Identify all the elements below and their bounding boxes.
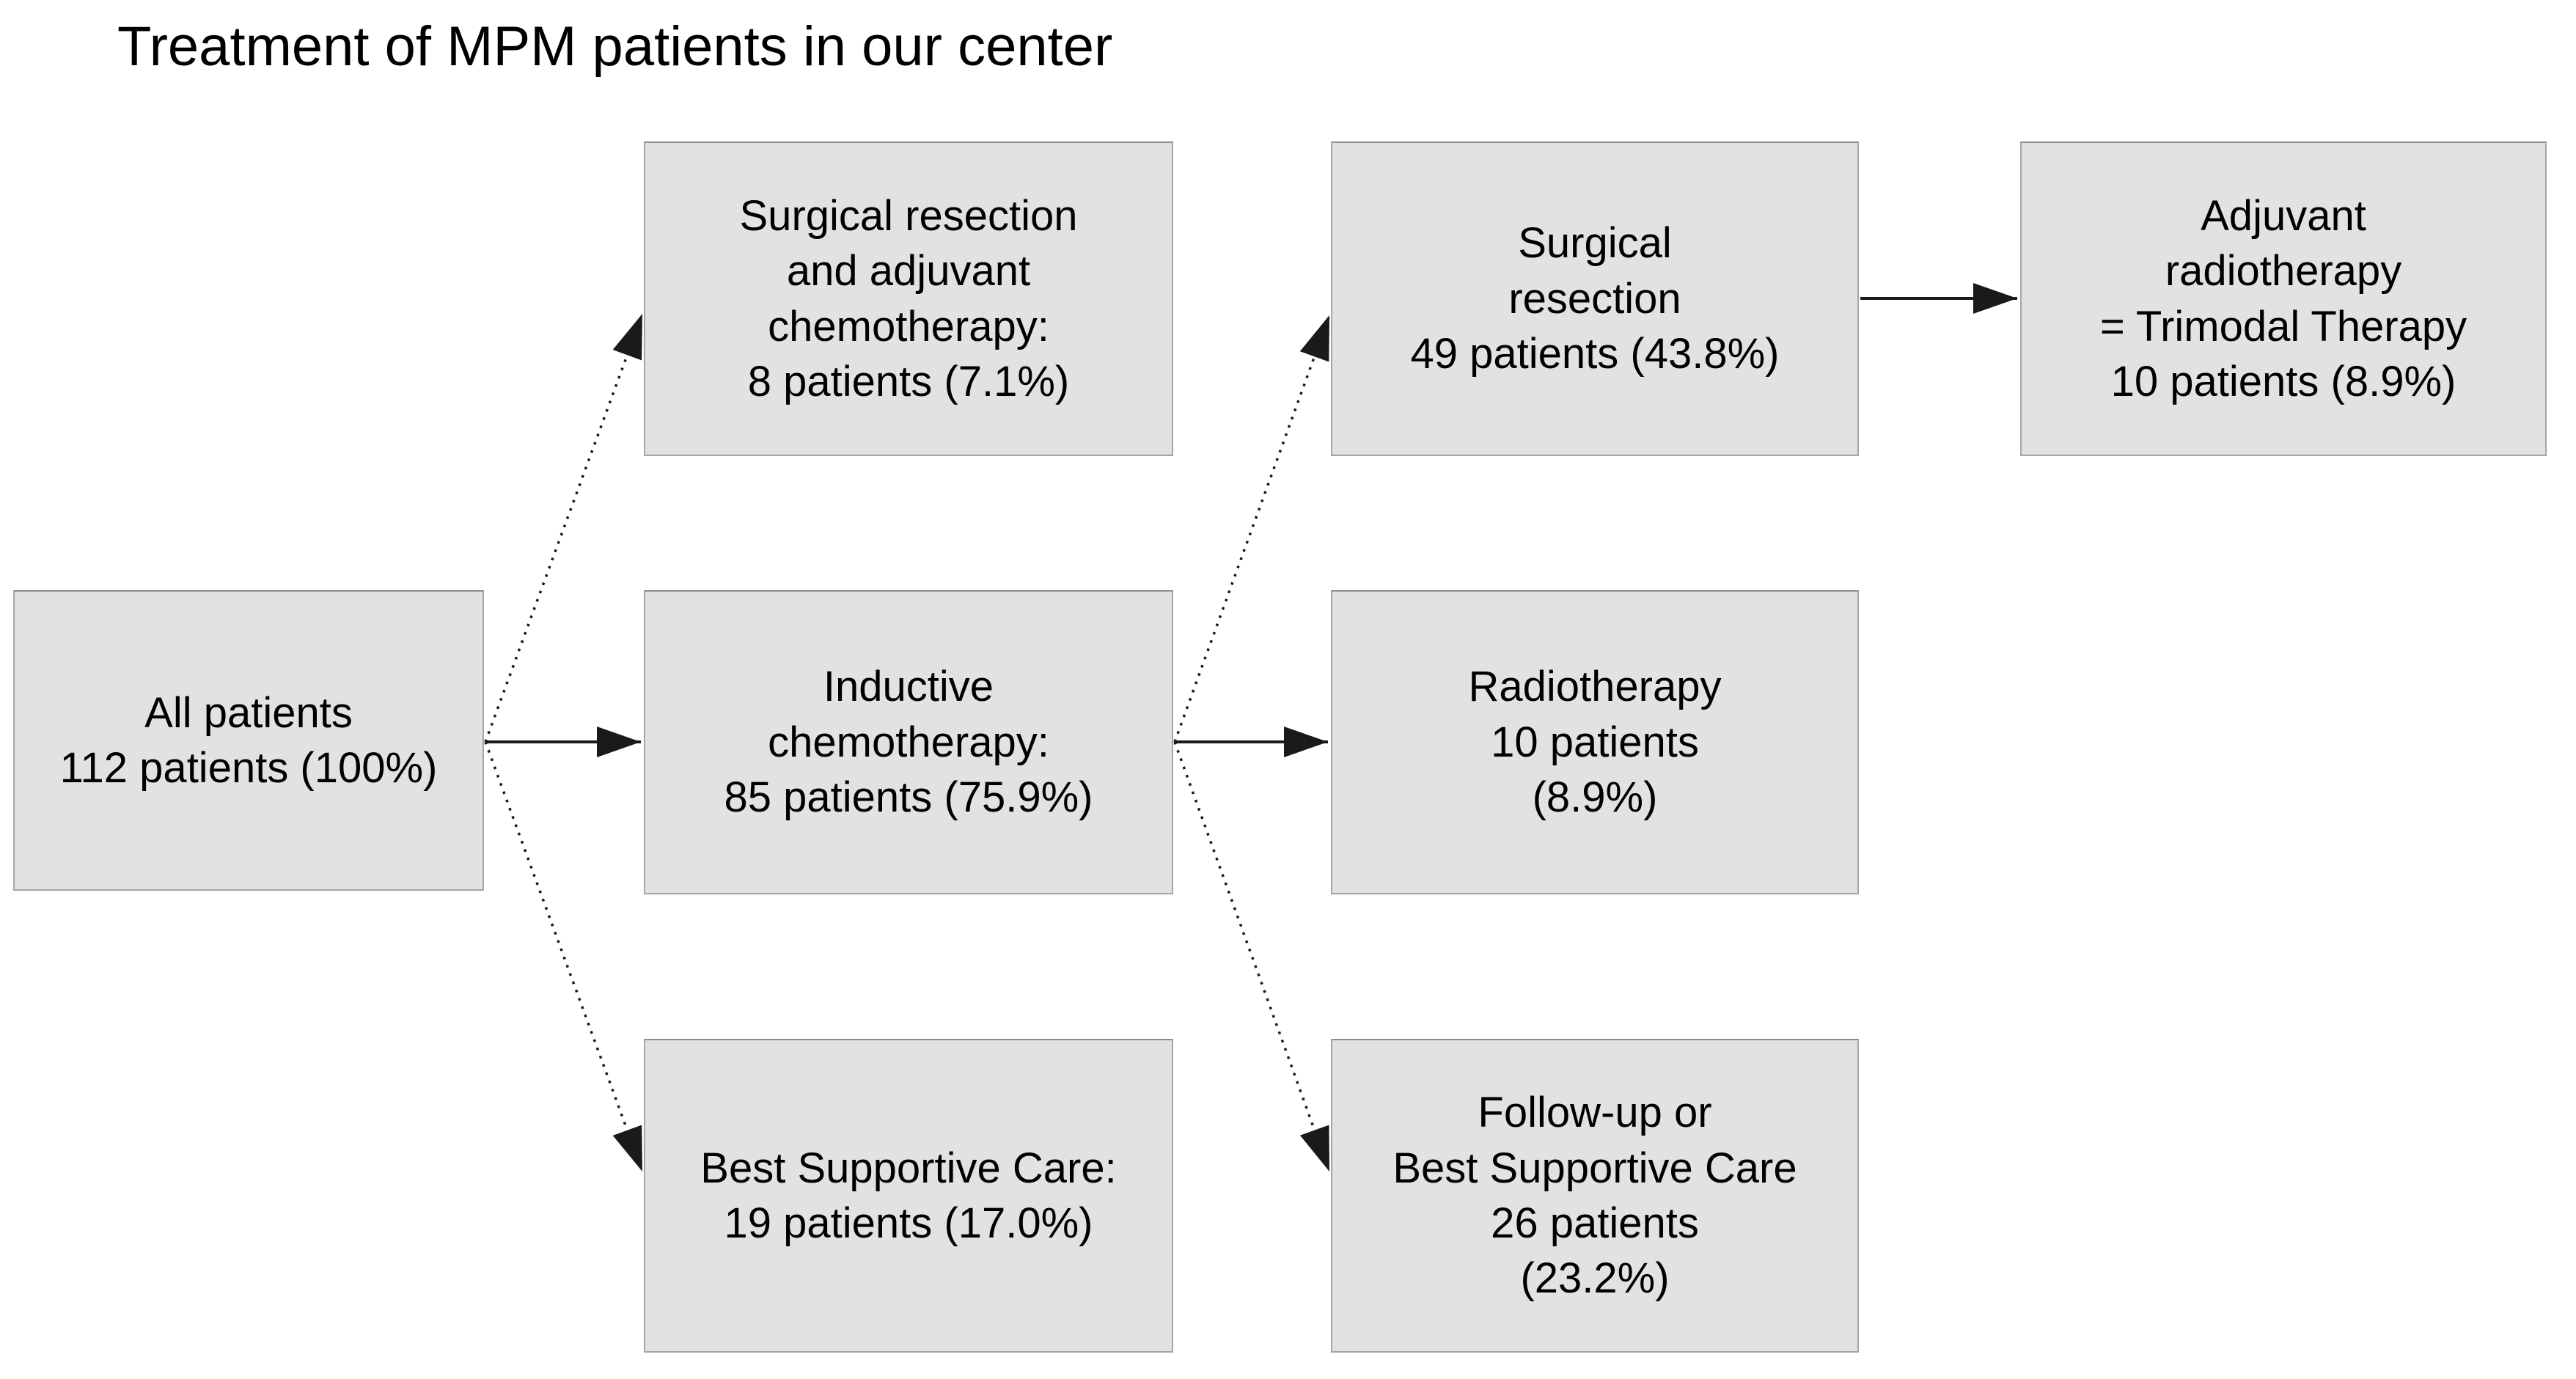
node-surgical-resection-adjuvant-chemotherapy: Surgical resection and adjuvant chemothe… <box>644 141 1173 456</box>
arrow-all-patients-to-surgery-adjuvant-chemo <box>484 313 644 743</box>
node-inductive-chemotherapy: Inductive chemotherapy: 85 patients (75.… <box>644 590 1173 894</box>
node-followup-or-best-supportive-care: Follow-up or Best Supportive Care 26 pat… <box>1331 1039 1859 1353</box>
node-best-supportive-care: Best Supportive Care: 19 patients (17.0%… <box>644 1039 1173 1353</box>
arrow-inductive-chemo-to-surgical-resection <box>1173 315 1331 743</box>
arrow-all-patients-to-best-supportive-care <box>484 741 644 1172</box>
node-surgical-resection: Surgical resection 49 patients (43.8%) <box>1331 141 1859 456</box>
node-adjuvant-radiotherapy-trimodal: Adjuvant radiotherapy = Trimodal Therapy… <box>2020 141 2547 456</box>
node-all-patients: All patients 112 patients (100%) <box>13 590 484 891</box>
arrow-inductive-chemo-to-followup-bsc <box>1173 741 1331 1172</box>
diagram-title: Treatment of MPM patients in our center <box>117 15 1113 78</box>
node-radiotherapy: Radiotherapy 10 patients (8.9%) <box>1331 590 1859 894</box>
